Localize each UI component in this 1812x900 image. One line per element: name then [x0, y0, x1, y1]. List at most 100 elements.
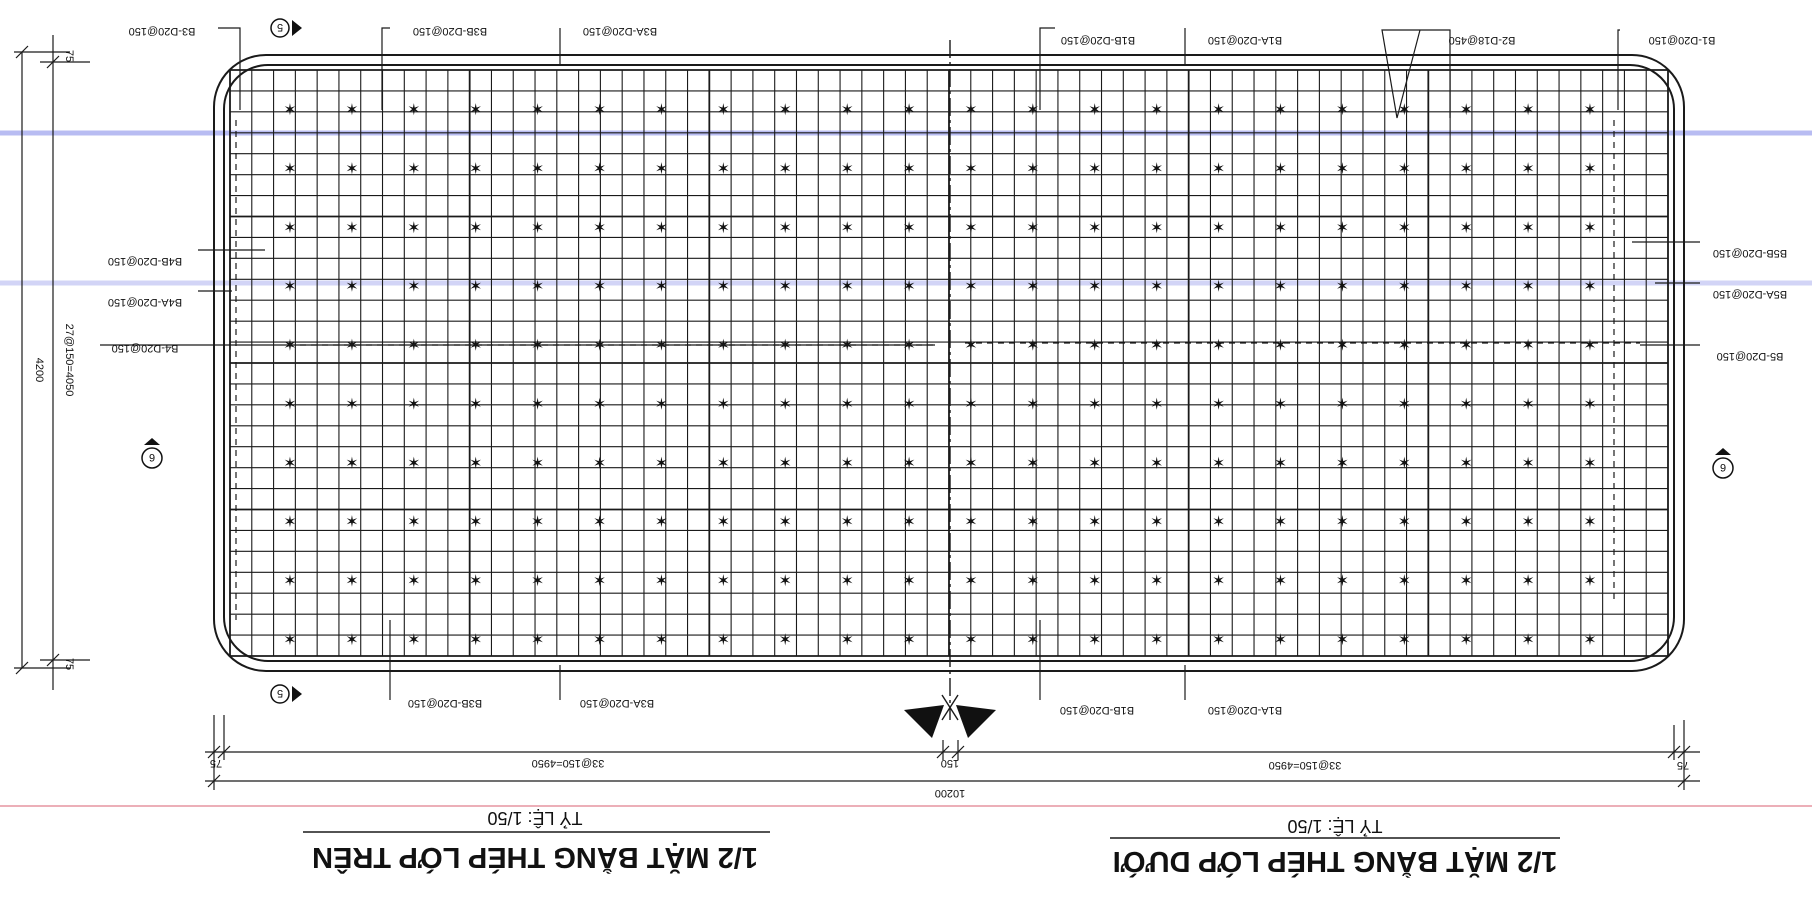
tie-mark-icon: ✶ — [469, 455, 482, 472]
tie-mark-icon: ✶ — [345, 279, 358, 296]
title-left: 1/2 MẶT BẰNG THÉP LỚP TRÊN — [312, 841, 758, 875]
section-marker-bottom-label: 5 — [277, 687, 283, 699]
section-marker-right: 6 — [1712, 448, 1734, 479]
tie-mark-icon: ✶ — [1212, 514, 1225, 531]
tie-mark-icon: ✶ — [655, 338, 668, 355]
tie-mark-icon: ✶ — [1026, 279, 1039, 296]
tie-mark-icon: ✶ — [779, 396, 792, 413]
label-bottom-b3a: B3A-D20@150 — [580, 697, 654, 709]
tie-mark-icon: ✶ — [1274, 338, 1287, 355]
tie-mark-icon: ✶ — [1521, 338, 1534, 355]
tie-mark-icon: ✶ — [717, 396, 730, 413]
section-marker-top: 5 — [270, 18, 302, 38]
tie-mark-icon: ✶ — [779, 573, 792, 590]
tie-mark-icon: ✶ — [531, 102, 544, 119]
tie-mark-icon: ✶ — [1336, 220, 1349, 237]
tie-mark-icon: ✶ — [902, 338, 915, 355]
tie-mark-icon: ✶ — [1583, 573, 1596, 590]
dim-h-total: 10200 — [935, 787, 966, 799]
tie-mark-icon: ✶ — [964, 279, 977, 296]
tie-mark-icon: ✶ — [655, 396, 668, 413]
label-left-b4: B4-D20@150 — [112, 342, 179, 354]
title-right: 1/2 MẶT BẰNG THÉP LỚP DƯỚI — [1113, 845, 1558, 879]
tie-mark-icon: ✶ — [779, 279, 792, 296]
tie-mark-icon: ✶ — [469, 102, 482, 119]
tie-mark-icon: ✶ — [1274, 279, 1287, 296]
tie-mark-icon: ✶ — [1459, 514, 1472, 531]
tie-mark-icon: ✶ — [1212, 161, 1225, 178]
tie-mark-icon: ✶ — [1459, 161, 1472, 178]
scale-left: TỶ LỆ: 1/50 — [487, 808, 582, 829]
tie-mark-icon: ✶ — [1150, 279, 1163, 296]
tie-mark-icon: ✶ — [593, 220, 606, 237]
tie-mark-icon: ✶ — [469, 573, 482, 590]
tie-mark-icon: ✶ — [283, 632, 296, 649]
tie-mark-icon: ✶ — [531, 573, 544, 590]
tie-mark-icon: ✶ — [840, 573, 853, 590]
tie-mark-icon: ✶ — [1521, 514, 1534, 531]
tie-mark-icon: ✶ — [1212, 279, 1225, 296]
tie-mark-icon: ✶ — [407, 220, 420, 237]
tie-mark-icon: ✶ — [1459, 573, 1472, 590]
slab-outline — [213, 54, 1685, 672]
tie-mark-icon: ✶ — [1521, 573, 1534, 590]
dim-h-right-spacing: 33@150=4950 — [1269, 759, 1342, 771]
tie-mark-icon: ✶ — [345, 338, 358, 355]
tie-mark-icon: ✶ — [1583, 161, 1596, 178]
tie-mark-icon: ✶ — [717, 514, 730, 531]
tie-mark-icon: ✶ — [964, 632, 977, 649]
dim-h-center: 150 — [941, 757, 959, 769]
tie-mark-icon: ✶ — [469, 338, 482, 355]
tie-mark-icon: ✶ — [1336, 102, 1349, 119]
section-marker-bottom: 5 — [270, 684, 302, 704]
tie-mark-icon: ✶ — [1274, 102, 1287, 119]
tie-mark-icon: ✶ — [1088, 102, 1101, 119]
tie-mark-icon: ✶ — [1026, 102, 1039, 119]
section-marker-left-label: 6 — [149, 451, 155, 463]
tie-mark-icon: ✶ — [1274, 396, 1287, 413]
tie-mark-icon: ✶ — [283, 220, 296, 237]
tie-mark-icon: ✶ — [840, 514, 853, 531]
tie-mark-icon: ✶ — [1088, 161, 1101, 178]
tie-mark-icon: ✶ — [593, 573, 606, 590]
label-bottom-b1a: B1A-D20@150 — [1208, 704, 1282, 716]
tie-mark-icon: ✶ — [1212, 338, 1225, 355]
tie-mark-icon: ✶ — [717, 338, 730, 355]
tie-mark-icon: ✶ — [655, 220, 668, 237]
tie-mark-icon: ✶ — [1026, 161, 1039, 178]
scale-right: TỶ LỆ: 1/50 — [1287, 816, 1382, 837]
tie-mark-icon: ✶ — [840, 220, 853, 237]
tie-mark-icon: ✶ — [717, 161, 730, 178]
tie-mark-icon: ✶ — [1398, 514, 1411, 531]
tie-mark-icon: ✶ — [531, 338, 544, 355]
tie-mark-icon: ✶ — [1212, 455, 1225, 472]
tie-mark-icon: ✶ — [345, 161, 358, 178]
tie-mark-icon: ✶ — [1212, 396, 1225, 413]
tie-mark-icon: ✶ — [593, 161, 606, 178]
tie-mark-icon: ✶ — [407, 455, 420, 472]
tie-mark-icon: ✶ — [1088, 396, 1101, 413]
tie-mark-icon: ✶ — [407, 514, 420, 531]
tie-mark-icon: ✶ — [407, 102, 420, 119]
tie-mark-icon: ✶ — [717, 455, 730, 472]
tie-mark-icon: ✶ — [964, 220, 977, 237]
tie-mark-icon: ✶ — [469, 396, 482, 413]
tie-mark-icon: ✶ — [717, 102, 730, 119]
tie-mark-icon: ✶ — [407, 279, 420, 296]
tie-mark-icon: ✶ — [531, 455, 544, 472]
tie-mark-icon: ✶ — [717, 632, 730, 649]
tie-mark-icon: ✶ — [779, 220, 792, 237]
dimension-horizontal — [205, 715, 1700, 790]
tie-mark-icon: ✶ — [345, 102, 358, 119]
label-top-b3b: B3B-D20@150 — [413, 25, 487, 37]
tie-mark-icon: ✶ — [1521, 396, 1534, 413]
tie-mark-icon: ✶ — [655, 514, 668, 531]
label-bottom-b3b: B3B-D20@150 — [408, 697, 482, 709]
tie-marks: ✶ ✶ ✶ ✶ ✶ ✶ ✶ ✶ ✶ ✶ ✶ ✶ ✶ ✶ ✶ ✶ ✶ ✶ ✶ ✶ ✶ ✶ ✶ ✶ ✶ ✶ ✶ ✶ ✶ ✶ ✶ ✶ ✶ ✶ ✶ ✶ ✶ ✶ ✶ ✶… — [283, 102, 1596, 649]
tie-mark-icon: ✶ — [1274, 220, 1287, 237]
label-top-b1a: B1A-D20@150 — [1208, 34, 1282, 46]
dimension-vertical — [14, 35, 90, 690]
dim-v-top-cover: 75 — [63, 50, 75, 62]
tie-mark-icon: ✶ — [1336, 632, 1349, 649]
tie-mark-icon: ✶ — [840, 102, 853, 119]
